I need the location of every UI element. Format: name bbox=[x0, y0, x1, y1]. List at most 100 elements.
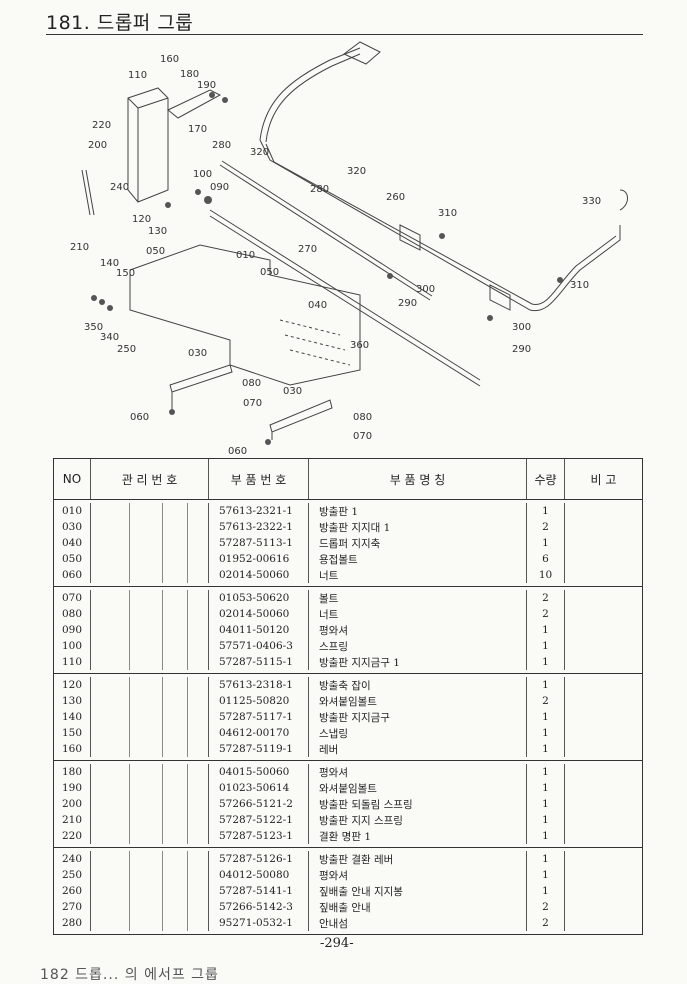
cell-management-no bbox=[91, 741, 209, 757]
cell-part-no: 57266-5142-3 bbox=[209, 899, 309, 915]
cell-no: 010 bbox=[54, 503, 91, 519]
cell-management-no bbox=[91, 764, 209, 780]
cell-part-name: 너트 bbox=[309, 606, 527, 622]
cell-remarks bbox=[565, 567, 642, 583]
cell-qty: 2 bbox=[527, 915, 565, 931]
callout-label: 060 bbox=[228, 446, 247, 457]
support-030-right bbox=[269, 399, 333, 440]
cell-part-no: 95271-0532-1 bbox=[209, 915, 309, 931]
cell-remarks bbox=[565, 915, 642, 931]
cell-part-name: 짚배출 안내 지지봉 bbox=[309, 883, 527, 899]
cell-part-name: 안내섬 bbox=[309, 915, 527, 931]
cell-part-no: 02014-50060 bbox=[209, 606, 309, 622]
cell-remarks bbox=[565, 622, 642, 638]
cell-management-no bbox=[91, 519, 209, 535]
callout-label: 270 bbox=[298, 244, 317, 255]
cell-part-no: 04011-50120 bbox=[209, 622, 309, 638]
cell-no: 060 bbox=[54, 567, 91, 583]
guide-rod-shape bbox=[259, 47, 621, 312]
cell-part-name: 드롭퍼 지지축 bbox=[309, 535, 527, 551]
callout-label: 040 bbox=[308, 300, 327, 311]
callout-label: 280 bbox=[212, 140, 231, 151]
cell-management-no bbox=[91, 915, 209, 931]
bolt-190 bbox=[222, 97, 228, 103]
callout-label: 350 bbox=[84, 322, 103, 333]
cell-part-name: 방출판 지지금구 1 bbox=[309, 654, 527, 670]
cell-management-no bbox=[91, 551, 209, 567]
spring-100 bbox=[195, 189, 201, 195]
callout-label: 200 bbox=[88, 140, 107, 151]
cell-remarks bbox=[565, 693, 642, 709]
cell-no: 270 bbox=[54, 899, 91, 915]
cell-part-name: 방출축 잡이 bbox=[309, 677, 527, 693]
cell-qty: 1 bbox=[527, 622, 565, 638]
cell-remarks bbox=[565, 899, 642, 915]
plate-010-shape bbox=[129, 244, 361, 386]
cell-qty: 2 bbox=[527, 606, 565, 622]
cell-qty: 1 bbox=[527, 780, 565, 796]
rod-end-330 bbox=[619, 189, 628, 211]
cell-part-name: 방출판 1 bbox=[309, 503, 527, 519]
cell-remarks bbox=[565, 851, 642, 867]
cell-no: 070 bbox=[54, 590, 91, 606]
callout-label: 120 bbox=[132, 214, 151, 225]
cell-part-no: 57266-5121-2 bbox=[209, 796, 309, 812]
cell-no: 130 bbox=[54, 693, 91, 709]
cell-part-name: 평와셔 bbox=[309, 867, 527, 883]
cell-remarks bbox=[565, 535, 642, 551]
cell-part-no: 01023-50614 bbox=[209, 780, 309, 796]
cell-part-name: 용접볼트 bbox=[309, 551, 527, 567]
cell-no: 180 bbox=[54, 764, 91, 780]
cell-management-no bbox=[91, 709, 209, 725]
cell-remarks bbox=[565, 590, 642, 606]
bolt-310b bbox=[557, 277, 563, 283]
support-030-left bbox=[169, 364, 233, 412]
cell-part-name: 방출판 되돌림 스프링 bbox=[309, 796, 527, 812]
callout-label: 290 bbox=[512, 344, 531, 355]
cell-management-no bbox=[91, 535, 209, 551]
cell-part-no: 01952-00616 bbox=[209, 551, 309, 567]
callout-label: 360 bbox=[350, 340, 369, 351]
table-header: NO 관 리 번 호 부 품 번 호 부 품 명 칭 수량 비 고 bbox=[54, 459, 642, 500]
cell-qty: 1 bbox=[527, 812, 565, 828]
cell-no: 210 bbox=[54, 812, 91, 828]
cell-part-name: 와셔붙임볼트 bbox=[309, 693, 527, 709]
cell-part-no: 57287-5122-1 bbox=[209, 812, 309, 828]
cell-remarks bbox=[565, 677, 642, 693]
cell-qty: 1 bbox=[527, 764, 565, 780]
cell-remarks bbox=[565, 725, 642, 741]
cell-no: 110 bbox=[54, 654, 91, 670]
callout-label: 060 bbox=[130, 412, 149, 423]
washer-090 bbox=[204, 196, 212, 204]
cell-part-no: 57287-5117-1 bbox=[209, 709, 309, 725]
callout-label: 280 bbox=[310, 184, 329, 195]
cell-management-no bbox=[91, 899, 209, 915]
callout-label: 010 bbox=[236, 250, 255, 261]
cell-part-name: 방출판 결환 레버 bbox=[309, 851, 527, 867]
callout-label: 080 bbox=[353, 412, 372, 423]
cell-part-name: 스냅링 bbox=[309, 725, 527, 741]
washer-340 bbox=[99, 299, 105, 305]
callout-label: 330 bbox=[582, 196, 601, 207]
plate-slots bbox=[279, 319, 351, 366]
callout-label: 240 bbox=[110, 182, 129, 193]
